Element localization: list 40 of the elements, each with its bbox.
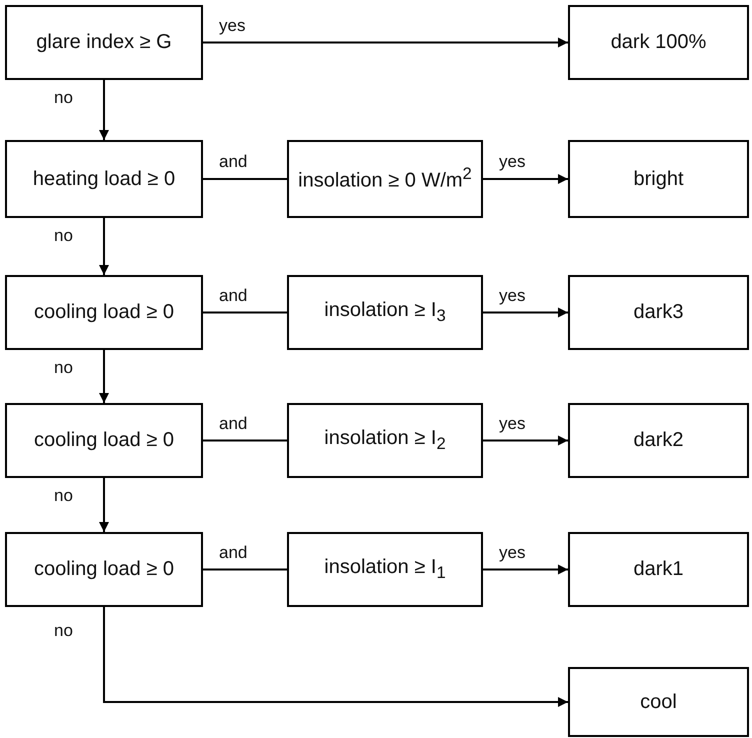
box-text: cooling load ≥ 0 (34, 428, 174, 453)
box-text: dark2 (633, 428, 684, 453)
arrow (483, 308, 568, 318)
arrow (99, 80, 109, 140)
process-box (568, 667, 749, 737)
box-text: insolation ≥ I$_{1}$ (324, 555, 446, 584)
process-box (568, 140, 749, 218)
process-box (5, 140, 203, 218)
process-box (5, 532, 203, 607)
box-text: insolation ≥ I$_{3}$ (324, 298, 446, 328)
arrow (483, 564, 568, 574)
process-box (287, 275, 483, 350)
box-text: bright (633, 166, 684, 192)
box-text: cooling load ≥ 0 (34, 300, 174, 325)
arrow (483, 436, 568, 446)
arrow (99, 478, 109, 532)
box-text: cooling load ≥ 0 (34, 557, 174, 582)
process-box (287, 403, 483, 478)
box-text: cool (640, 690, 677, 714)
process-box (5, 275, 203, 350)
process-box (568, 275, 749, 350)
box-text: glare index ≥ G (36, 30, 172, 55)
box-text: dark3 (633, 300, 684, 325)
process-box (5, 403, 203, 478)
arrow (103, 607, 568, 707)
process-box (287, 140, 483, 218)
process-box (568, 532, 749, 607)
arrow (99, 218, 109, 275)
box-text: dark 100% (610, 30, 706, 55)
box-text: heating load ≥ 0 (32, 166, 176, 192)
process-box (568, 403, 749, 478)
arrow (99, 350, 109, 403)
arrow (483, 174, 568, 184)
box-text: insolation ≥ I$_{2}$ (324, 426, 446, 456)
process-box (5, 5, 203, 80)
process-box (568, 5, 749, 80)
arrow (203, 38, 568, 48)
box-text: dark1 (633, 557, 684, 582)
box-text: insolation ≥ 0 W/m$^{2}$ (298, 163, 472, 194)
process-box (287, 532, 483, 607)
